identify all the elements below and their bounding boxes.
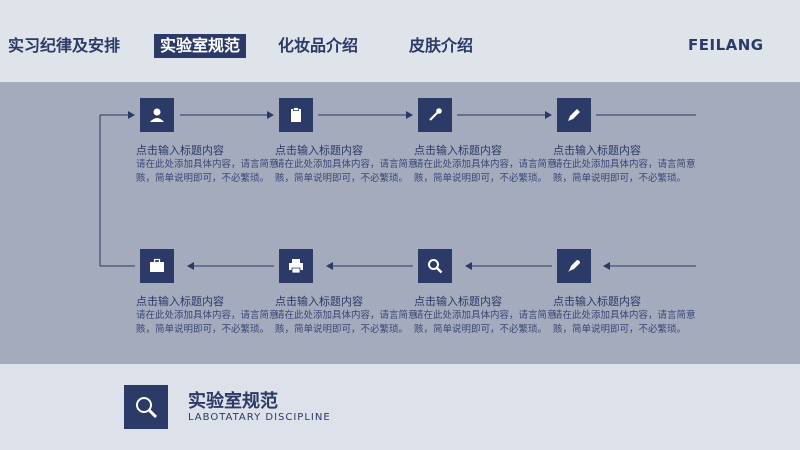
user-icon <box>140 98 174 132</box>
top-navigation: 实习纪律及安排 实验室规范 化妆品介绍 皮肤介绍 FEILANG <box>0 0 800 82</box>
nav-tab-cosmetics[interactable]: 化妆品介绍 <box>278 36 359 55</box>
step-title: 点击输入标题内容 <box>553 295 641 308</box>
step-title: 点击输入标题内容 <box>553 144 641 157</box>
step-description: 请在此处添加具体内容，请言简意赅，简单说明即可，不必繁琐。 <box>275 310 418 335</box>
footer-section <box>0 364 800 450</box>
pencil-icon <box>557 98 591 132</box>
step-description: 请在此处添加具体内容，请言简意赅，简单说明即可，不必繁琐。 <box>136 310 279 335</box>
step-description: 请在此处添加具体内容，请言简意赅，简单说明即可，不必繁琐。 <box>553 310 696 335</box>
section-subtitle: LABOTATARY DISCIPLINE <box>188 412 331 423</box>
step-title: 点击输入标题内容 <box>275 144 363 157</box>
step-title: 点击输入标题内容 <box>136 144 224 157</box>
step-title: 点击输入标题内容 <box>136 295 224 308</box>
magnifier-icon <box>124 385 168 429</box>
step-description: 请在此处添加具体内容，请言简意赅，简单说明即可，不必繁琐。 <box>275 159 418 184</box>
clipboard-icon <box>279 98 313 132</box>
printer-icon <box>279 249 313 283</box>
step-description: 请在此处添加具体内容，请言简意赅，简单说明即可，不必繁琐。 <box>553 159 696 184</box>
step-title: 点击输入标题内容 <box>275 295 363 308</box>
search-icon <box>418 249 452 283</box>
rocket-icon <box>557 249 591 283</box>
step-title: 点击输入标题内容 <box>414 295 502 308</box>
step-description: 请在此处添加具体内容，请言简意赅，简单说明即可，不必繁琐。 <box>136 159 279 184</box>
brand-logo: FEILANG <box>688 36 764 54</box>
section-title: 实验室规范 <box>188 391 278 412</box>
step-title: 点击输入标题内容 <box>414 144 502 157</box>
pipette-icon <box>418 98 452 132</box>
nav-tab-discipline[interactable]: 实习纪律及安排 <box>8 36 121 55</box>
briefcase-icon <box>140 249 174 283</box>
nav-tab-skin[interactable]: 皮肤介绍 <box>409 36 474 55</box>
step-description: 请在此处添加具体内容，请言简意赅，简单说明即可，不必繁琐。 <box>414 310 557 335</box>
process-band <box>0 82 800 364</box>
step-description: 请在此处添加具体内容，请言简意赅，简单说明即可，不必繁琐。 <box>414 159 557 184</box>
nav-tab-lab-rules[interactable]: 实验室规范 <box>154 34 247 58</box>
